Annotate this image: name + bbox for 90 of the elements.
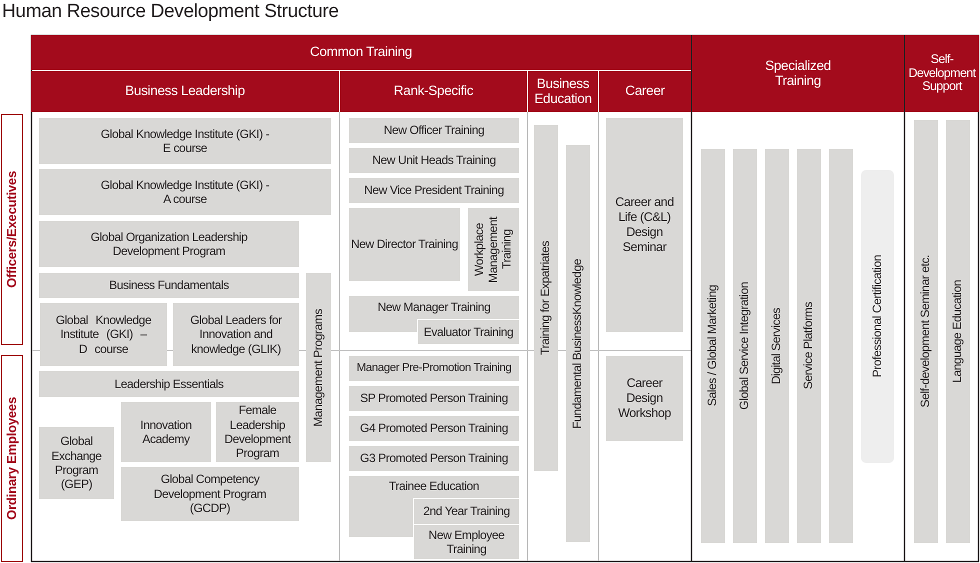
program-label: Global Service Integration xyxy=(738,281,752,412)
program-box xyxy=(39,427,114,499)
program-label: SP Promoted Person Training xyxy=(359,391,509,406)
program-label: New Unit Heads Training xyxy=(371,153,497,168)
header-label: Business Education xyxy=(533,76,593,106)
program-label: Sales / Global Marketing xyxy=(706,284,720,409)
program-box xyxy=(121,467,299,521)
program-label: Leadership Essentials xyxy=(113,376,224,392)
program-box xyxy=(39,118,331,164)
program-label: Service Platforms xyxy=(802,301,816,392)
program-box xyxy=(468,208,519,291)
program-box xyxy=(40,303,167,366)
program-box xyxy=(349,416,519,441)
program-box xyxy=(349,148,519,173)
program-label: Career and Life (C&L) Design Seminar xyxy=(614,195,675,255)
program-label: New Director Training xyxy=(350,237,459,252)
program-label: Global Knowledge Institute (GKI) - E course xyxy=(100,126,270,156)
program-label: Language Education xyxy=(951,279,965,385)
header-band xyxy=(340,71,527,112)
program-box xyxy=(797,149,821,543)
program-label: New Manager Training xyxy=(376,300,492,314)
program-box xyxy=(306,273,331,462)
program-label: Global Exchange Program (GEP) xyxy=(50,434,103,492)
program-label: G3 Promoted Person Training xyxy=(359,451,509,466)
program-label: 2nd Year Training xyxy=(422,504,511,519)
program-label: New Officer Training xyxy=(382,123,486,138)
program-box xyxy=(39,221,299,267)
program-label: Business Fundamentals xyxy=(108,278,230,293)
program-label: Trainee Education xyxy=(388,479,480,494)
header-band xyxy=(692,35,904,112)
category-frame xyxy=(1,355,23,562)
program-box xyxy=(349,476,519,559)
program-label: Evaluator Training xyxy=(422,324,514,340)
program-box xyxy=(534,125,558,471)
header-label: Self-Development Support xyxy=(907,53,977,94)
program-box xyxy=(349,208,460,281)
program-box xyxy=(39,273,299,298)
program-label: G4 Promoted Person Training xyxy=(359,421,509,436)
header-label: Rank-Specific xyxy=(392,84,474,99)
header-band xyxy=(31,71,339,112)
program-box xyxy=(39,371,299,397)
program-label: Global Leaders for Innovation and knowledge (GLIK) xyxy=(189,312,283,356)
program-box xyxy=(946,120,970,543)
category-label: Officers/Executives xyxy=(4,170,20,290)
header-label: Business Leadership xyxy=(124,84,246,99)
program-box xyxy=(349,296,519,344)
program-label: Workplace Management Training xyxy=(472,215,514,285)
program-box xyxy=(566,145,590,542)
program-label: New Employee Training xyxy=(428,528,506,556)
program-box xyxy=(914,120,938,543)
program-box xyxy=(39,169,331,215)
program-label: Career Design Workshop xyxy=(617,376,672,421)
program-label: New Vice President Training xyxy=(363,183,505,198)
program-label: Global Organization Leadership Development Program xyxy=(90,230,248,258)
program-label: Professional Certification xyxy=(870,254,884,380)
program-label: Female Leadership Development Program xyxy=(223,403,292,461)
header-label: Common Training xyxy=(308,45,414,60)
program-box xyxy=(173,303,299,366)
program-label: Management Programs xyxy=(312,308,326,428)
header-band xyxy=(905,35,979,112)
category-frame xyxy=(1,114,23,345)
header-label: Specialized Training xyxy=(764,58,832,88)
diagram-title: Human Resource Development Structure xyxy=(2,0,339,23)
program-label: Fundamental BusinessKnowledge xyxy=(571,258,585,430)
header-band xyxy=(599,71,691,112)
category-label: Ordinary Employees xyxy=(4,396,20,522)
header-band xyxy=(31,35,691,70)
program-label: Global Competency Development Program (GCDP) xyxy=(152,472,268,516)
program-box xyxy=(121,402,211,462)
program-box xyxy=(765,149,789,543)
program-box xyxy=(606,356,683,441)
program-bar xyxy=(829,149,853,543)
program-box xyxy=(349,446,519,471)
header-band xyxy=(528,71,598,112)
program-box xyxy=(349,178,519,203)
program-label: Digital Services xyxy=(770,306,784,386)
program-label: Training for Expatriates xyxy=(539,240,553,357)
program-label: Global Knowledge Institute (GKI) - A course xyxy=(100,178,270,206)
header-label: Career xyxy=(624,84,666,99)
program-box xyxy=(349,356,519,381)
program-box xyxy=(349,118,519,143)
program-label: Global Knowledge Institute (GKI) – D course xyxy=(54,312,152,356)
program-box xyxy=(349,386,519,411)
program-label: Innovation Academy xyxy=(139,418,193,446)
program-label: Self-development Seminar etc. xyxy=(919,254,933,410)
program-box xyxy=(216,402,299,462)
program-box xyxy=(606,118,683,332)
program-box xyxy=(701,149,725,543)
program-label: Manager Pre-Promotion Training xyxy=(356,362,512,376)
program-box xyxy=(733,149,757,543)
